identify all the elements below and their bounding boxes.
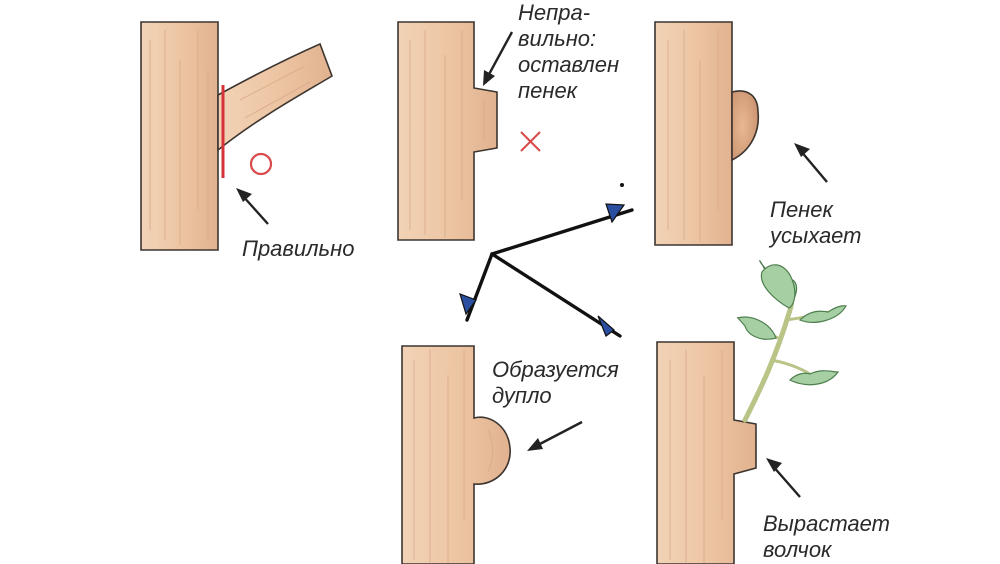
arrow-icon-correct (236, 188, 269, 225)
arrow-icon-hollow (527, 420, 583, 451)
label-correct: Правильно (242, 236, 355, 261)
label-wrong-stub: Непра- вильно: оставлен пенек (518, 0, 620, 103)
correct-mark-circle-icon (249, 152, 273, 176)
leaf-icon (736, 260, 847, 386)
trunk-correct (140, 21, 333, 251)
arrow-icon-wrong (483, 31, 514, 86)
label-hollow-forms: Образуется дупло (492, 357, 619, 408)
arrow-icon-shoot (766, 458, 801, 498)
trunk-water-shoot (656, 341, 757, 564)
trunk-stump-dries (654, 21, 760, 246)
trunk-wrong (397, 21, 498, 241)
transition-arrows (459, 183, 634, 338)
trunk-hollow (401, 345, 511, 564)
label-stump-dries: Пенек усыхает (770, 197, 862, 248)
wrong-mark-cross-icon (520, 131, 541, 152)
arrow-icon-dries (794, 143, 828, 183)
label-water-shoot: Вырастает волчок (763, 511, 890, 562)
